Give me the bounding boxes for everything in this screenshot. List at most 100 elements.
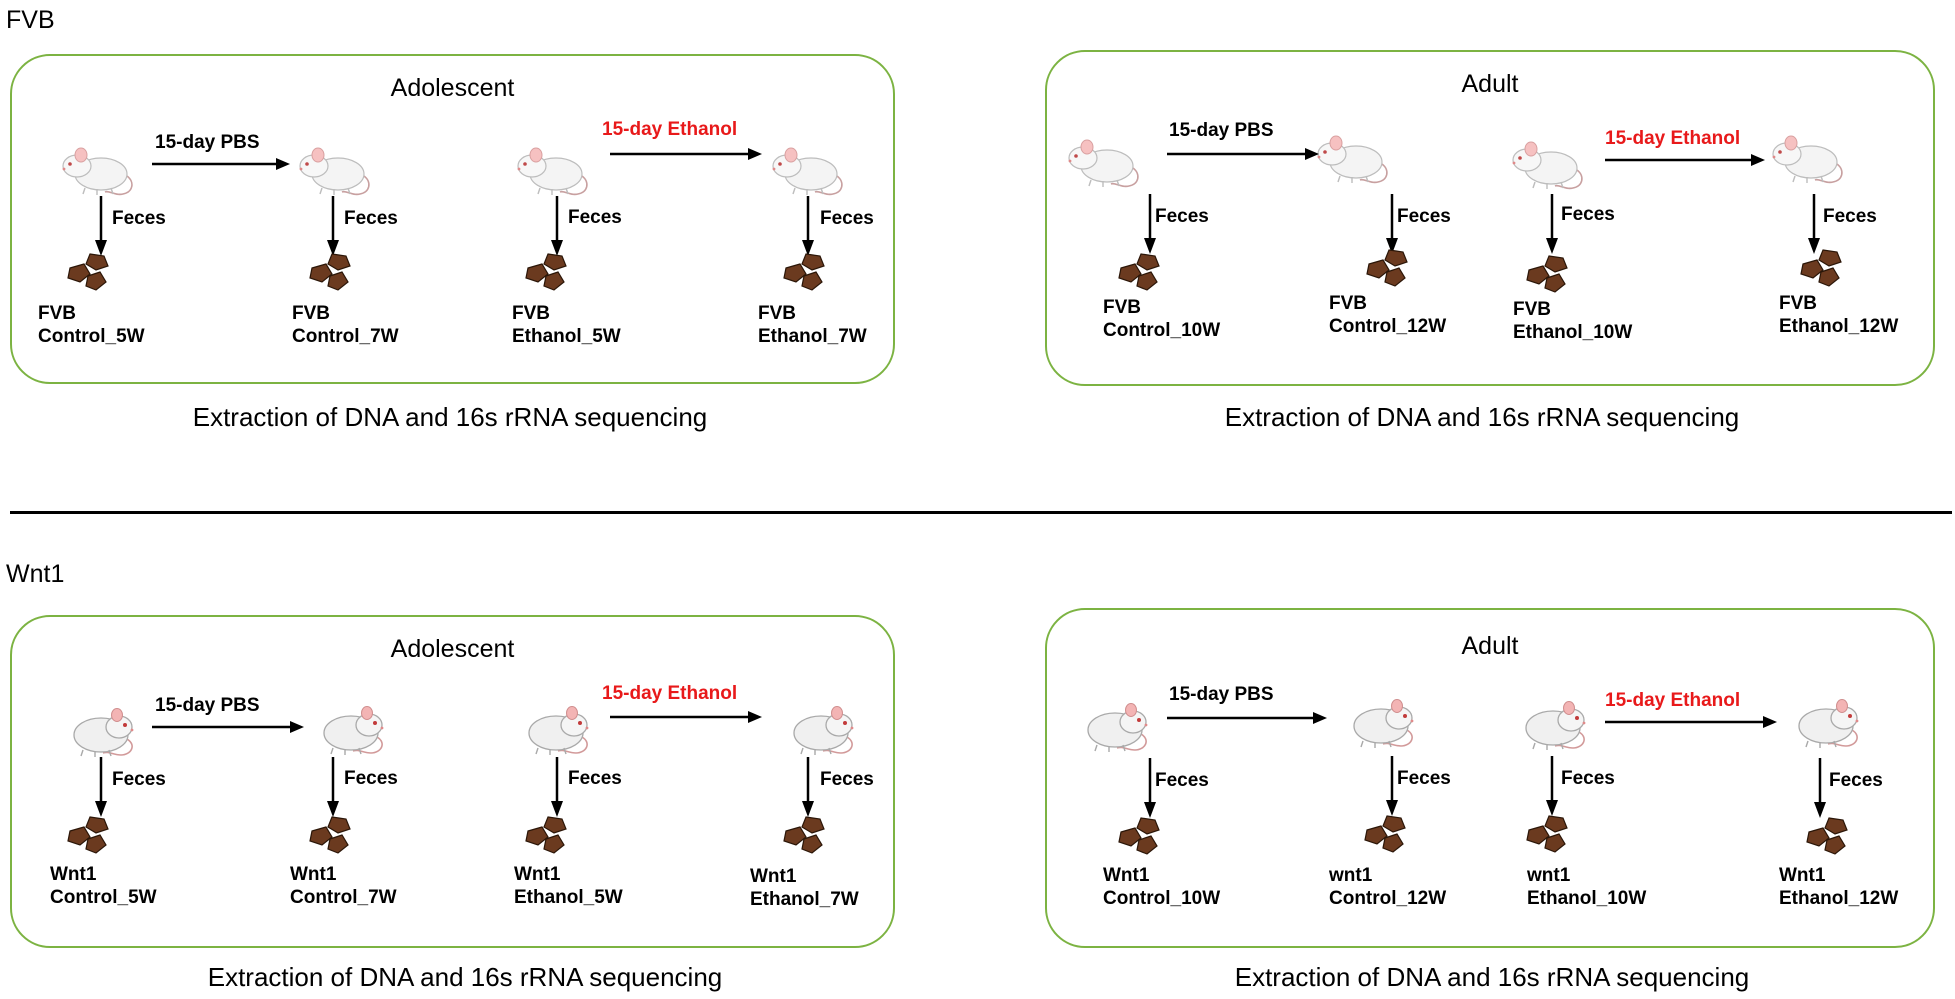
- down-arrow-icon: [1814, 758, 1826, 818]
- feces-label: Feces: [568, 768, 622, 789]
- mouse-icon: [528, 705, 590, 756]
- down-arrow-icon: [95, 757, 107, 817]
- feces-label: Feces: [820, 208, 874, 229]
- feces-label: Feces: [1561, 768, 1615, 789]
- ethanol-treatment-label: 15-day Ethanol: [602, 683, 738, 704]
- extraction-caption: Extraction of DNA and 16s rRNA sequencin…: [1234, 962, 1750, 992]
- down-arrow-icon: [327, 196, 339, 256]
- mouse-icon: [793, 705, 855, 756]
- feces-icon: [1526, 255, 1568, 293]
- mouse-icon: [1316, 135, 1388, 184]
- panel-fvb-adolescent: Adolescent 15-day PBS 15-day Ethanol Fec…: [10, 54, 895, 384]
- right-arrow-icon: [152, 721, 304, 733]
- down-arrow-icon: [1144, 194, 1156, 254]
- down-arrow-icon: [802, 757, 814, 817]
- mouse-icon: [516, 147, 588, 196]
- down-arrow-icon: [1546, 756, 1558, 816]
- feces-label: Feces: [1155, 770, 1209, 791]
- ethanol-treatment-label: 15-day Ethanol: [602, 119, 738, 140]
- mouse-icon: [1798, 698, 1860, 749]
- feces-icon: [525, 816, 567, 854]
- mouse-icon: [1067, 139, 1139, 188]
- ethanol-treatment-label: 15-day Ethanol: [1605, 690, 1741, 711]
- feces-icon: [1800, 249, 1842, 287]
- down-arrow-icon: [1386, 756, 1398, 816]
- extraction-caption: Extraction of DNA and 16s rRNA sequencin…: [1224, 402, 1740, 432]
- down-arrow-icon: [1808, 194, 1820, 254]
- feces-label: Feces: [1829, 770, 1883, 791]
- feces-icon: [783, 253, 825, 291]
- pbs-treatment-label: 15-day PBS: [1169, 684, 1274, 705]
- feces-icon: [1806, 817, 1848, 855]
- mouse-icon: [1511, 141, 1583, 190]
- feces-icon: [309, 816, 351, 854]
- section-divider: [10, 511, 1952, 514]
- feces-icon: [525, 253, 567, 291]
- feces-icon: [1118, 253, 1160, 291]
- feces-label: Feces: [820, 769, 874, 790]
- mouse-icon: [1353, 698, 1415, 749]
- extraction-caption: Extraction of DNA and 16s rRNA sequencin…: [192, 402, 708, 432]
- panel-title: Adolescent: [390, 74, 515, 102]
- feces-icon: [1364, 815, 1406, 853]
- feces-label: Feces: [1397, 206, 1451, 227]
- mouse-icon: [61, 147, 133, 196]
- section-label-fvb: FVB: [6, 6, 55, 34]
- panel-title: Adolescent: [390, 635, 515, 663]
- down-arrow-icon: [802, 196, 814, 256]
- feces-label: Feces: [1561, 204, 1615, 225]
- feces-label: Feces: [1397, 768, 1451, 789]
- down-arrow-icon: [1386, 194, 1398, 254]
- right-arrow-icon: [1167, 712, 1327, 724]
- mouse-icon: [1087, 702, 1149, 753]
- down-arrow-icon: [551, 196, 563, 256]
- pbs-treatment-label: 15-day PBS: [155, 695, 260, 716]
- right-arrow-icon: [152, 158, 290, 170]
- ethanol-treatment-label: 15-day Ethanol: [1605, 128, 1741, 149]
- mouse-icon: [323, 705, 385, 756]
- down-arrow-icon: [1546, 194, 1558, 254]
- feces-icon: [1118, 817, 1160, 855]
- feces-icon: [67, 816, 109, 854]
- mouse-icon: [1525, 700, 1587, 751]
- down-arrow-icon: [551, 757, 563, 817]
- feces-label: Feces: [1155, 206, 1209, 227]
- pbs-treatment-label: 15-day PBS: [1169, 120, 1274, 141]
- feces-label: Feces: [112, 208, 166, 229]
- down-arrow-icon: [1144, 758, 1156, 818]
- mouse-icon: [298, 147, 370, 196]
- panel-title: Adult: [1461, 70, 1519, 98]
- feces-label: Feces: [344, 208, 398, 229]
- mouse-icon: [1771, 135, 1843, 184]
- feces-icon: [1526, 815, 1568, 853]
- extraction-caption: Extraction of DNA and 16s rRNA sequencin…: [207, 962, 723, 992]
- feces-icon: [309, 253, 351, 291]
- right-arrow-icon: [1605, 716, 1777, 728]
- panel-title: Adult: [1461, 632, 1519, 660]
- feces-icon: [1366, 249, 1408, 287]
- panel-wnt1-adolescent: Adolescent 15-day PBS 15-day Ethanol Fec…: [10, 615, 895, 948]
- right-arrow-icon: [1167, 148, 1319, 160]
- panel-fvb-adult: Adult 15-day PBS 15-day Ethanol Feces Fe…: [1045, 50, 1935, 386]
- right-arrow-icon: [610, 711, 762, 723]
- mouse-icon: [771, 147, 843, 196]
- feces-label: Feces: [112, 769, 166, 790]
- right-arrow-icon: [1605, 154, 1765, 166]
- down-arrow-icon: [327, 757, 339, 817]
- feces-label: Feces: [568, 207, 622, 228]
- down-arrow-icon: [95, 196, 107, 256]
